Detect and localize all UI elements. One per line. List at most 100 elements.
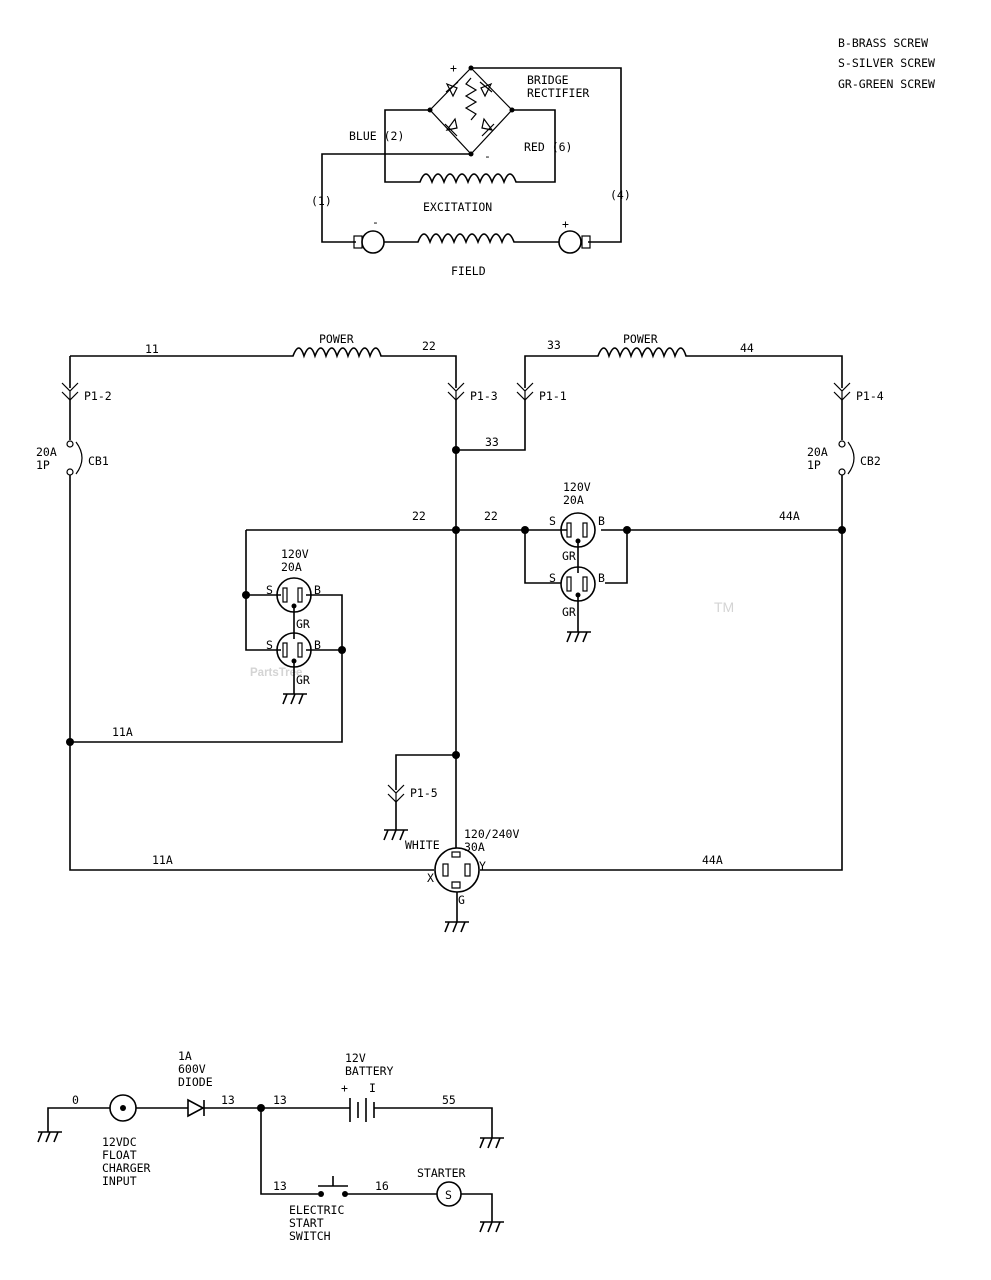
- switch-label-text-line-2: START: [289, 1216, 324, 1230]
- watermark: PartsTree TM: [250, 599, 734, 679]
- starter-symbol: S: [445, 1188, 452, 1202]
- wire-11a-left: [69, 475, 434, 871]
- rectifier-plus: +: [450, 61, 457, 75]
- p1-4-label: P1-4: [856, 389, 884, 403]
- switch-label-text: ELECTRIC: [289, 1203, 344, 1217]
- x-label: X: [427, 871, 434, 885]
- wire-4-label: (4): [610, 188, 631, 202]
- ground-charger: [37, 1131, 62, 1143]
- cb1-symbol: [75, 441, 83, 475]
- y-label: Y: [479, 859, 486, 873]
- left-receptacle-rating-text-line-2: 20A: [281, 560, 302, 574]
- right-upper-b: B: [598, 514, 605, 528]
- wire-55-label: 55: [442, 1093, 456, 1107]
- left-lower-b: B: [314, 638, 321, 652]
- left-receptacle-rating-text: 120V: [281, 547, 309, 561]
- field-plus: +: [562, 217, 569, 231]
- blue-wire-label: BLUE (2): [349, 129, 404, 143]
- wire-44a-right: [480, 475, 843, 871]
- wire-33-jumper: [456, 400, 526, 451]
- rectifier-minus: -: [484, 149, 491, 163]
- left-upper-b: B: [314, 583, 321, 597]
- switch-label-text-line-3: SWITCH: [289, 1229, 331, 1243]
- wire-44a-top-label: 44A: [779, 509, 800, 523]
- battery-label-text: 12V: [345, 1051, 366, 1065]
- ground-right: [566, 631, 591, 643]
- legend-silver: S-SILVER SCREW: [838, 56, 935, 70]
- p1-2-label: P1-2: [84, 389, 112, 403]
- right-receptacle-rating-text-line-2: 20A: [563, 493, 584, 507]
- wire-33-label: 33: [547, 338, 561, 352]
- field-minus: -: [372, 215, 379, 229]
- ground-240v: [444, 892, 469, 933]
- excitation-coil: [410, 173, 528, 185]
- left-upper-gr: GR: [296, 617, 310, 631]
- wire-22-left-label: 22: [412, 509, 426, 523]
- left-lower-gr: GR: [296, 673, 310, 687]
- red-wire-label: RED (6): [524, 140, 572, 154]
- ground-battery: [479, 1137, 504, 1149]
- junction-dots: [66, 446, 846, 759]
- battery-minus: I: [369, 1081, 376, 1095]
- diode-label-text-line-2: 600V: [178, 1062, 206, 1076]
- battery-label-text-line-2: BATTERY: [345, 1064, 394, 1078]
- charger-label-text: 12VDC: [102, 1135, 137, 1149]
- left-upper-s: S: [266, 583, 273, 597]
- excitation-label: EXCITATION: [423, 200, 492, 214]
- rectifier-label-text-line-2: RECTIFIER: [527, 86, 589, 100]
- white-label: WHITE: [405, 838, 440, 852]
- bridge-diodes: [444, 77, 495, 137]
- diode-symbol: [187, 1098, 205, 1118]
- right-receptacle-rating-text: 120V: [563, 480, 591, 494]
- wire-0-label: 0: [72, 1093, 79, 1107]
- charger-label-text-line-2: FLOAT: [102, 1148, 137, 1162]
- rectifier-label-text: BRIDGE: [527, 73, 569, 87]
- wire-13a-label: 13: [221, 1093, 235, 1107]
- cb1-label: CB1: [88, 454, 109, 468]
- field-slipring-left: [361, 230, 385, 254]
- wire-11a-mid-label: 11A: [112, 725, 133, 739]
- wire-16-label: 16: [375, 1179, 389, 1193]
- exciter-circuit: + - BRIDGE RECTIFIER BLUE (2) RED (6) (1…: [311, 61, 631, 278]
- ground-p1-5: [383, 802, 408, 841]
- start-switch-symbol: [318, 1176, 348, 1187]
- rectifier-label: BRIDGE RECTIFIER: [527, 73, 589, 100]
- field-slipring-right: [558, 230, 582, 254]
- wire-22-label: 22: [422, 339, 436, 353]
- diode-label-text-line-3: DIODE: [178, 1075, 213, 1089]
- field-brush-right: [581, 235, 591, 249]
- legend-brass: B-BRASS SCREW: [838, 36, 928, 50]
- receptacle-240v-rating-text: 120/240V: [464, 827, 519, 841]
- battery-symbol: [349, 1098, 375, 1122]
- power-circuit: POWER 11 22 POWER 33 44 P1-2 P1-3 P1-1 P…: [36, 332, 884, 933]
- wire-13c-label: 13: [273, 1179, 287, 1193]
- p1-5-label: P1-5: [410, 786, 438, 800]
- ground-left: [282, 693, 307, 705]
- ground-starter: [479, 1221, 504, 1233]
- g-label: G: [458, 893, 465, 907]
- cb1-rating-text-line-2: 1P: [36, 458, 50, 472]
- field-coil: [384, 233, 559, 245]
- right-upper-gr: GR: [562, 549, 576, 563]
- watermark-text: PartsTree: [250, 667, 302, 679]
- screw-legend: B-BRASS SCREW S-SILVER SCREW GR-GREEN SC…: [838, 36, 935, 91]
- battery-plus: +: [341, 1081, 348, 1095]
- cb2-label: CB2: [860, 454, 881, 468]
- starter-label: STARTER: [417, 1166, 466, 1180]
- wire-44a-bot-label: 44A: [702, 853, 723, 867]
- p1-1-label: P1-1: [539, 389, 567, 403]
- receptacle-240v: [434, 847, 480, 893]
- power-winding-1: [69, 347, 457, 388]
- p1-3-label: P1-3: [470, 389, 498, 403]
- cb2-rating-text-line-2: 1P: [807, 458, 821, 472]
- power-label-2: POWER: [623, 332, 658, 346]
